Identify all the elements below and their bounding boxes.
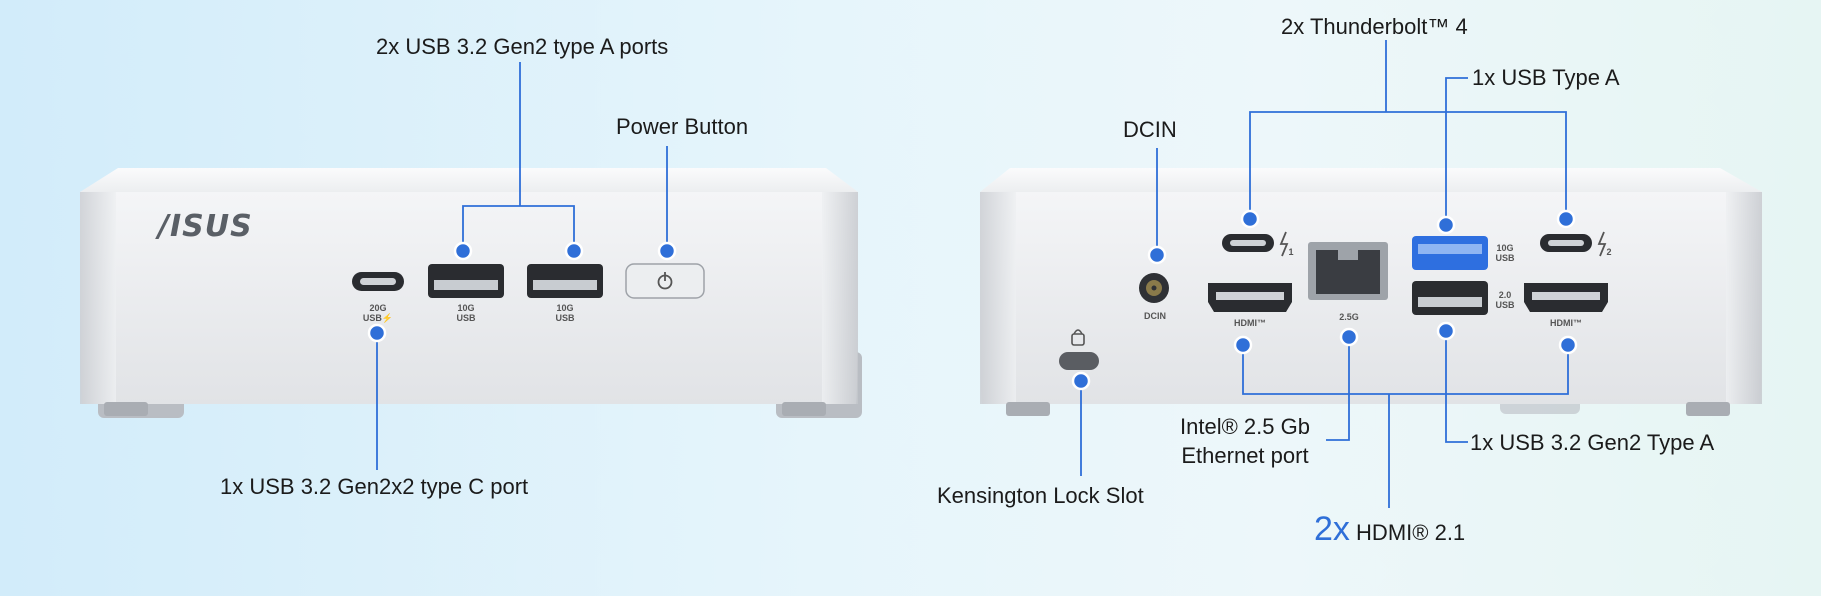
ethernet-marking: 2.5G [1339, 312, 1359, 322]
usb-gen2-label: 1x USB 3.2 Gen2 Type A [1470, 430, 1715, 455]
dcin-marker [1147, 245, 1167, 265]
dcin-label: DCIN [1123, 117, 1177, 142]
power-button-label: Power Button [616, 114, 749, 139]
usb-gen2-marker [1436, 321, 1456, 341]
ethernet-label: Intel® 2.5 Gb Ethernet port [1180, 414, 1310, 468]
thunderbolt-1-marker [1240, 209, 1260, 229]
usb-a-1-marking: 10G USB [456, 303, 476, 323]
usb-a-2-marker [564, 241, 584, 261]
usb-a-ports-label: 2x USB 3.2 Gen2 type A ports [376, 34, 669, 59]
usb-type-a-marker [1436, 215, 1456, 235]
usb-a-callout-bracket [462, 205, 575, 252]
rear-foot-right [1686, 402, 1730, 416]
thunderbolt-icon-2 [1597, 231, 1607, 257]
ethernet-callout-line [1326, 338, 1350, 441]
thunderbolt-icon-1 [1279, 231, 1289, 257]
thunderbolt-callout-bracket [1249, 111, 1567, 218]
usb-top-marking: 10G USB [1495, 243, 1515, 263]
usb-c-port-label: 1x USB 3.2 Gen2x2 type C port [220, 474, 529, 499]
tb-2-marking: 2 [1606, 247, 1612, 257]
hdmi-2-marking: HDMI™ [1550, 318, 1582, 328]
usb-c-marking: 20G USB⚡ [362, 303, 394, 323]
kensington-marker [1071, 371, 1091, 391]
tb-1-marking: 1 [1288, 247, 1294, 257]
rear-device [980, 40, 1762, 508]
usb-type-a-callout-line [1445, 77, 1468, 224]
rear-foot-left [1006, 402, 1050, 416]
hdmi-2-marker [1558, 335, 1578, 355]
usb-bottom-marking: 2.0 USB [1495, 290, 1515, 310]
usb-type-a-label: 1x USB Type A [1472, 65, 1620, 90]
hdmi-1-marking: HDMI™ [1234, 318, 1266, 328]
usb-a-2-marking: 10G USB [555, 303, 575, 323]
hdmi-text: HDMI® 2.1 [1356, 520, 1466, 545]
front-foot-left [104, 402, 148, 416]
dcin-marking: DCIN [1144, 311, 1166, 321]
asus-logo: /ISUS [158, 209, 253, 244]
ethernet-marker [1339, 327, 1359, 347]
front-top-face [80, 168, 858, 192]
kensington-label: Kensington Lock Slot [937, 483, 1144, 508]
thunderbolt-label: 2x Thunderbolt™ 4 [1281, 14, 1468, 39]
power-marker [657, 241, 677, 261]
hdmi-1-marker [1233, 335, 1253, 355]
thunderbolt-2-marker [1556, 209, 1576, 229]
hdmi-count: 2x [1314, 510, 1350, 548]
front-foot-right [782, 402, 826, 416]
kensington-slot [1059, 352, 1099, 370]
lock-icon [1071, 333, 1085, 346]
hdmi-label: 2x HDMI® 2.1 [1314, 510, 1465, 549]
hdmi-callout-bracket [1242, 346, 1569, 395]
usb-a-1-marker [453, 241, 473, 261]
front-device [80, 62, 862, 470]
usb-gen2-callout-line [1445, 332, 1468, 443]
rear-top-face [980, 168, 1762, 192]
usb-c-marker [367, 323, 387, 343]
